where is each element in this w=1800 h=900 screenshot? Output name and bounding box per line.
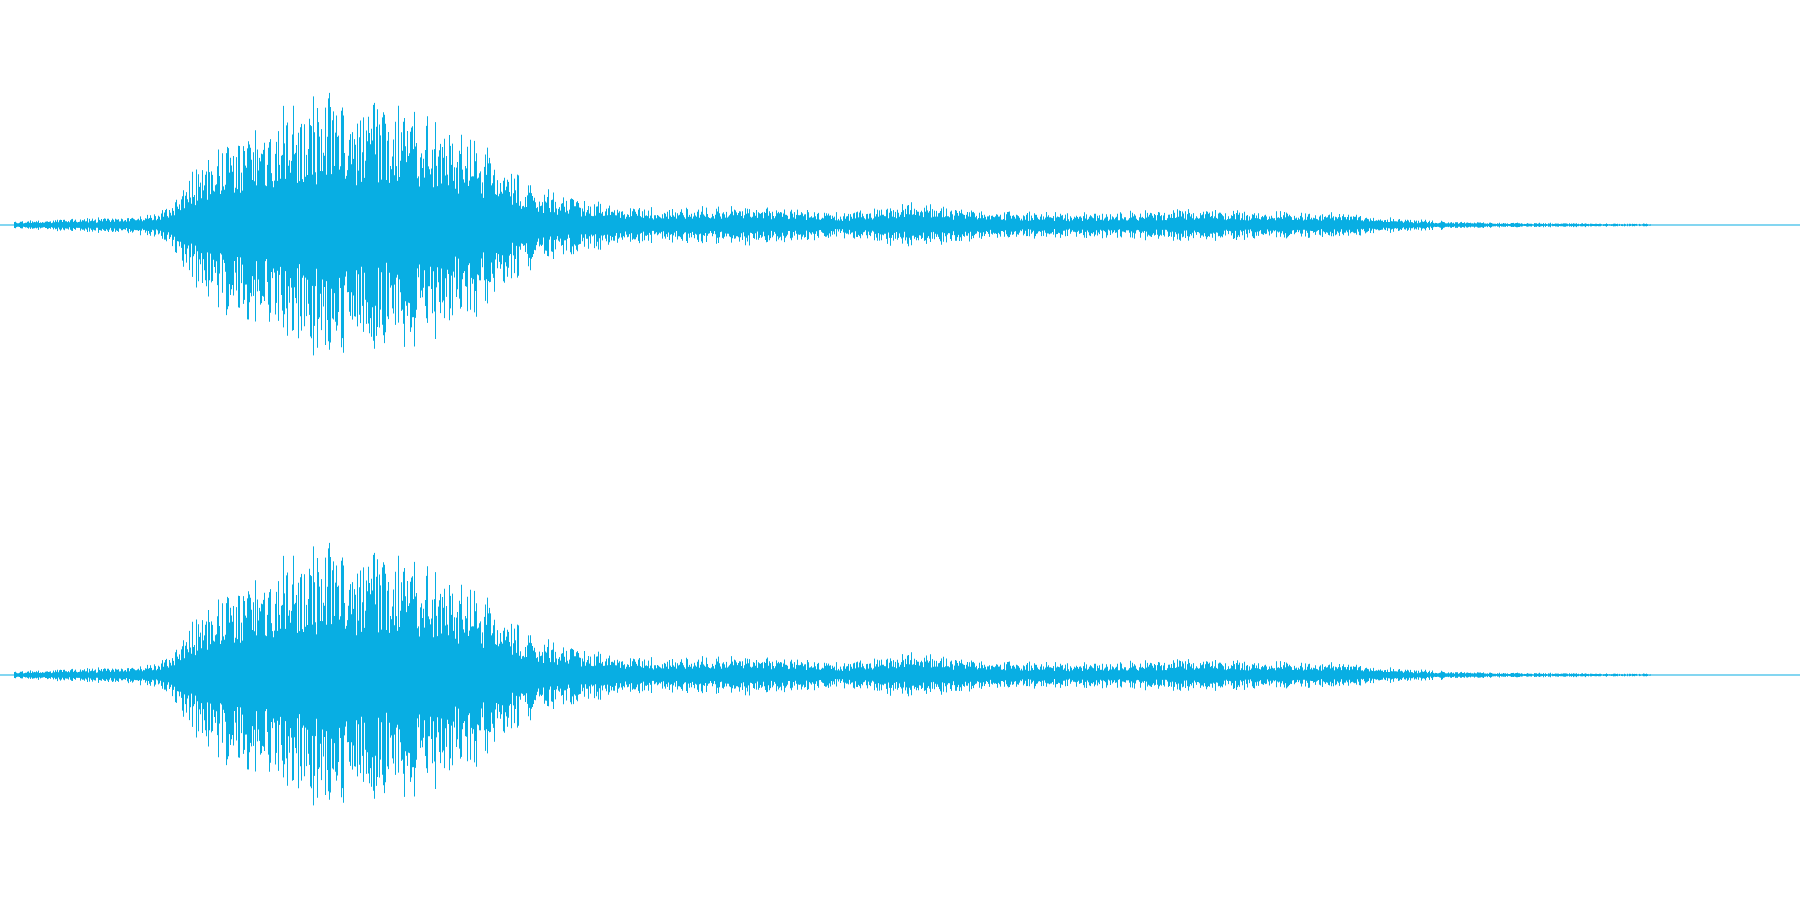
waveform-left-svg xyxy=(0,92,1800,356)
waveform-right-svg xyxy=(0,542,1800,806)
waveform-channel-right xyxy=(0,450,1800,900)
waveform-right-signal xyxy=(14,542,1656,806)
waveform-channel-left xyxy=(0,92,1800,356)
waveform-left-signal xyxy=(14,92,1656,356)
